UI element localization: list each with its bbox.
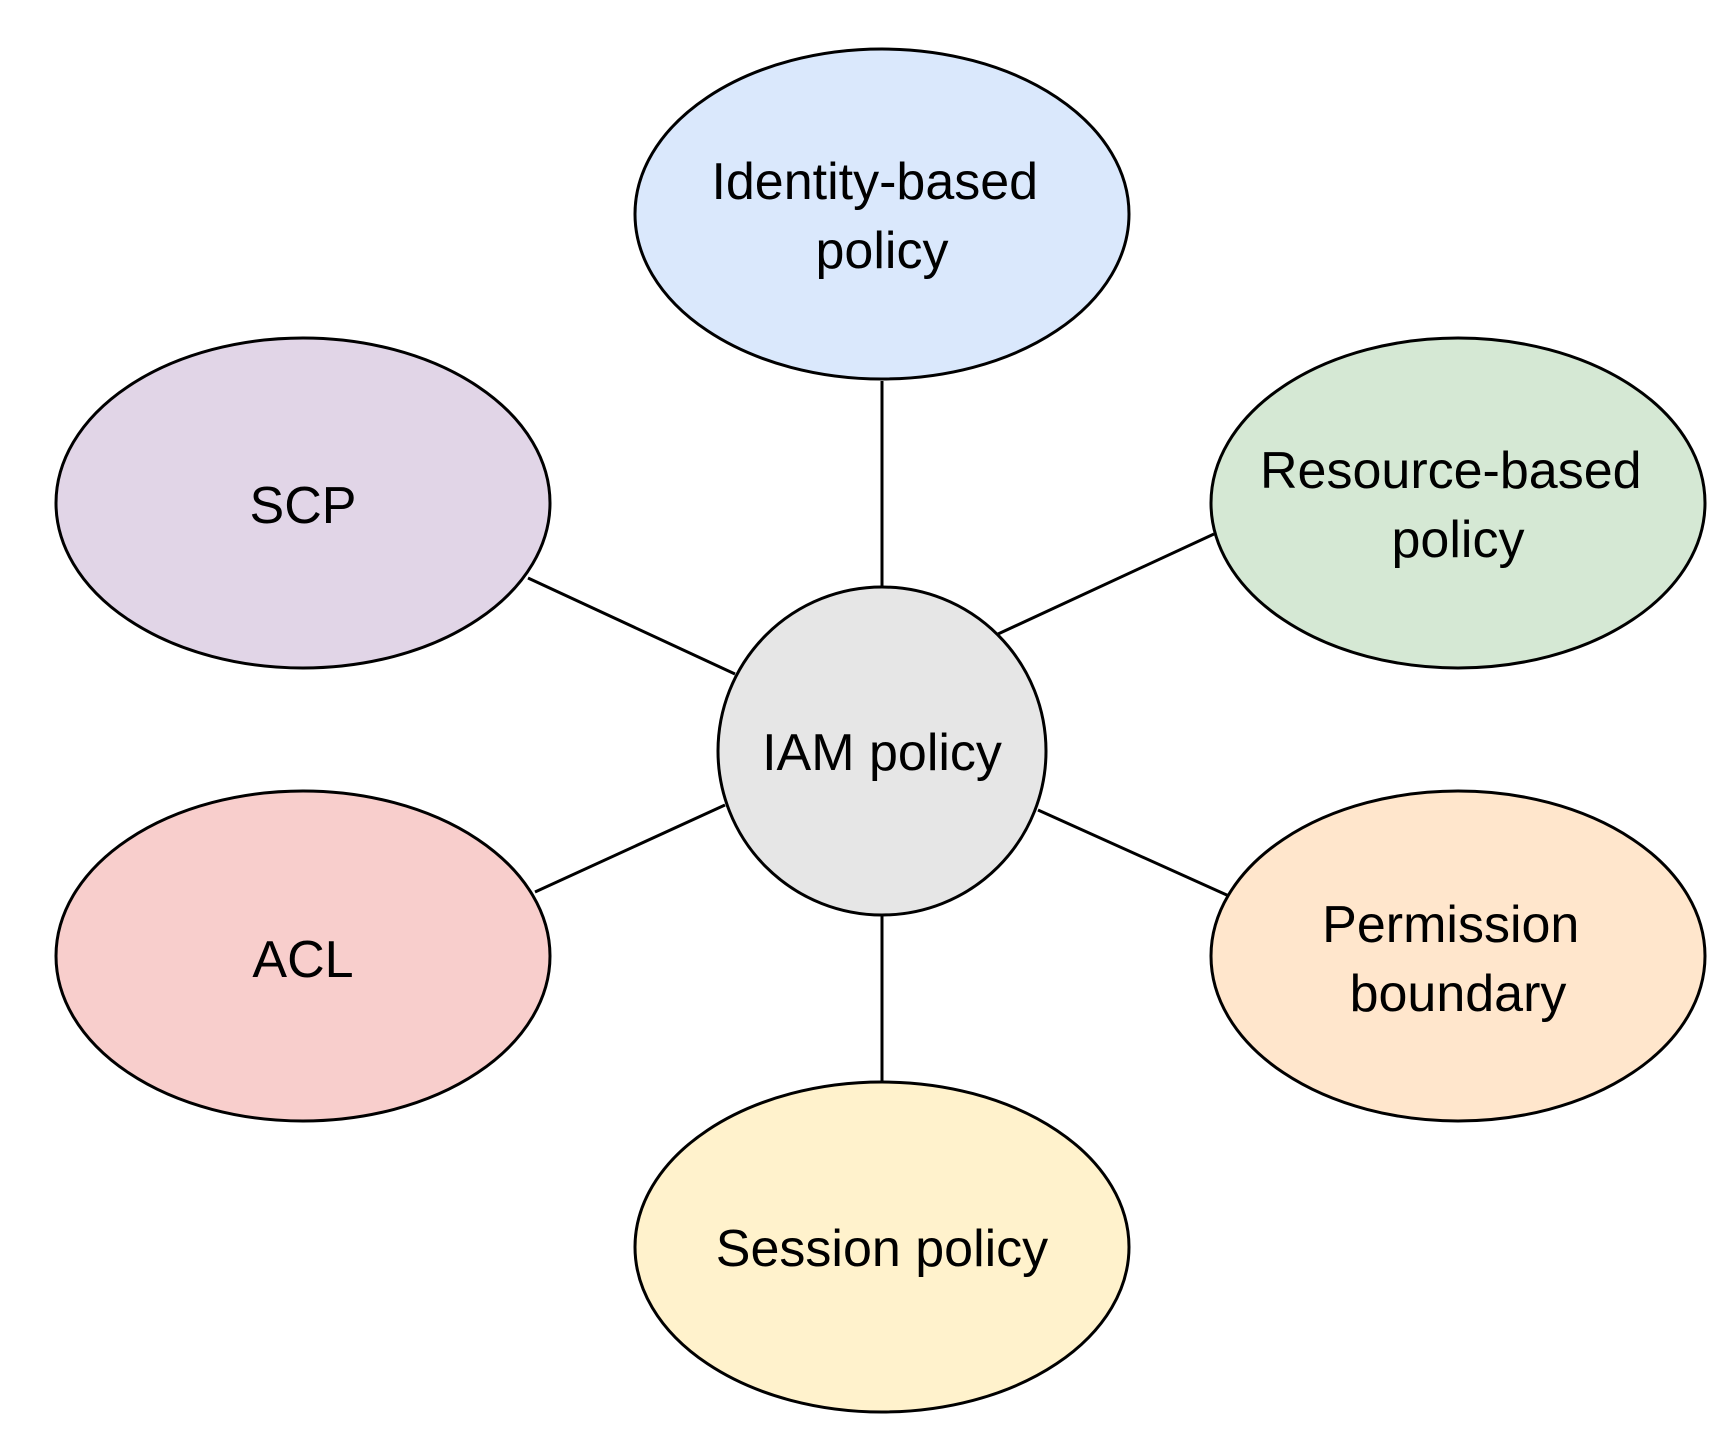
node-center-label: IAM policy (762, 724, 1002, 782)
node-session-policy: Session policy (633, 1080, 1131, 1414)
node-permission-boundary: Permission boundary (1209, 789, 1707, 1123)
connectors (527, 381, 1230, 1083)
node-resource-shape (1209, 336, 1707, 670)
node-identity-label: Identity-based policy (711, 153, 1052, 280)
node-resource-based-policy: Resource-based policy (1209, 336, 1707, 670)
node-scp-label: SCP (250, 477, 357, 535)
node-identity-based-policy: Identity-based policy (633, 47, 1131, 381)
node-session-label: Session policy (716, 1220, 1048, 1278)
connector-scp (527, 576, 736, 676)
node-identity-shape (633, 47, 1131, 381)
node-permission-label: Permission boundary (1322, 896, 1594, 1023)
node-scp-shape (54, 336, 552, 670)
node-session-shape (633, 1080, 1131, 1414)
node-acl-shape (54, 789, 552, 1123)
node-iam-policy: IAM policy (716, 585, 1048, 917)
connector-resource (997, 532, 1215, 636)
node-acl: ACL (54, 789, 552, 1123)
node-permission-shape (1209, 789, 1707, 1123)
connector-permission (1037, 808, 1230, 898)
connector-acl (534, 803, 726, 894)
node-acl-label: ACL (252, 931, 353, 989)
node-resource-label: Resource-based policy (1260, 442, 1656, 569)
node-scp: SCP (54, 336, 552, 670)
node-center-shape (716, 585, 1048, 917)
